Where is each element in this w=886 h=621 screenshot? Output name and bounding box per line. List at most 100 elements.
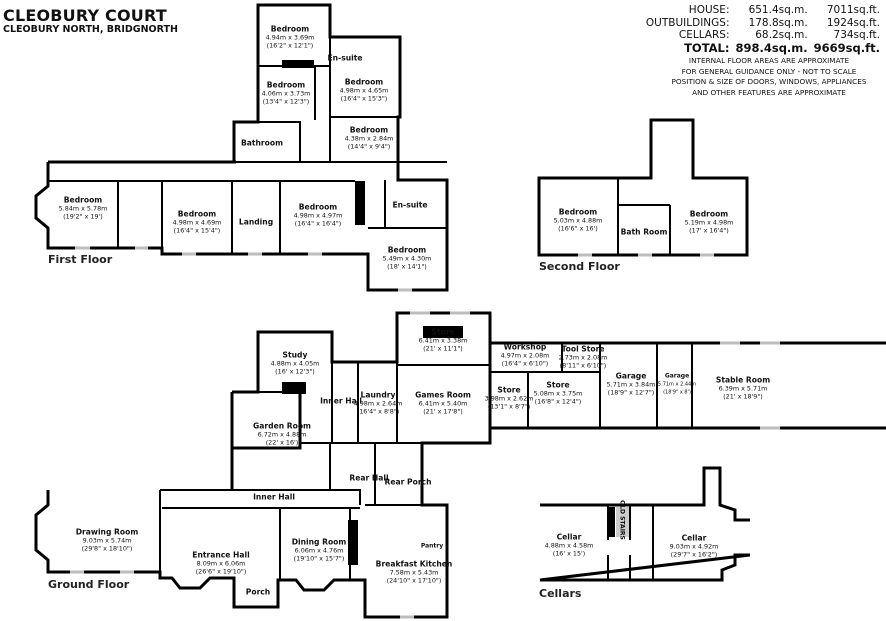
- room-metric-size: 5.49m x 4.30m: [382, 254, 432, 263]
- room-imperial-size: (19'10" x 15'7"): [293, 554, 345, 563]
- room-metric-size: 3.98m x 2.62m: [484, 394, 534, 403]
- room-metric-size: 5.71m x 2.44m: [657, 381, 697, 388]
- room-name: Inner Hall: [320, 396, 362, 406]
- room-imperial-size: (24'10" x 17'10"): [386, 576, 442, 585]
- room-name: Bedroom: [63, 195, 103, 205]
- area-sqft: 734sq.ft.: [833, 29, 880, 41]
- room-metric-size: 2.73m x 2.08m: [558, 353, 608, 362]
- area-sqft: 7011sq.ft.: [826, 4, 880, 16]
- room-name: Store: [497, 385, 521, 395]
- room-imperial-size: (14'4" x 9'4"): [347, 142, 391, 151]
- area-row-outbuildings: OUTBUILDINGS:178.8sq.m.1924sq.ft.: [640, 17, 880, 30]
- room-imperial-size: (16'4" x 16'4"): [294, 219, 342, 228]
- old-stairs-shading: [616, 507, 629, 537]
- ground-floor-outline: [34, 311, 886, 619]
- area-row-house: HOUSE:651.4sq.m.7011sq.ft.: [640, 4, 880, 17]
- room-metric-size: 4.98m x 4.69m: [172, 218, 222, 227]
- room-label: Rear Hall: [349, 474, 388, 483]
- room-imperial-size: (16' x 12'3"): [275, 367, 315, 376]
- room-name: En-suite: [327, 53, 363, 63]
- area-sqft: 9669sq.ft.: [813, 40, 880, 55]
- disclaimer-line: AND OTHER FEATURES ARE APPROXIMATE: [692, 87, 846, 97]
- room-name: Store: [431, 327, 455, 337]
- chimney-breast: [282, 60, 314, 68]
- room-imperial-size: (16'4" x 15'3"): [340, 94, 388, 103]
- room-imperial-size: (29'8" x 18'10"): [81, 544, 133, 553]
- room-imperial-size: (16'2" x 12'1"): [266, 41, 314, 50]
- room-imperial-size: (22' x 16'): [265, 438, 299, 447]
- area-label: TOTAL:: [684, 40, 730, 55]
- second-floor-walls: [617, 178, 671, 255]
- floor-label-cellars: Cellars: [539, 587, 582, 600]
- room-name: Bedroom: [298, 202, 338, 212]
- area-sqm: 178.8sq.m.: [748, 16, 808, 29]
- disclaimer-line: POSITION & SIZE OF DOORS, WINDOWS, APPLI…: [671, 77, 867, 86]
- chimney-breast: [608, 507, 615, 537]
- room-metric-size: 4.38m x 2.84m: [344, 134, 394, 143]
- area-label: OUTBUILDINGS:: [645, 16, 730, 29]
- room-label: Bathroom: [241, 139, 283, 148]
- area-row-total: TOTAL: 898.4sq.m. 9669sq.ft.: [640, 40, 880, 55]
- room-label: Porch: [246, 588, 270, 597]
- room-metric-size: 6.72m x 4.88m: [257, 430, 307, 439]
- room-metric-size: 4.06m x 3.73m: [261, 89, 311, 98]
- room-name: Workshop: [503, 342, 547, 352]
- room-name: Store: [546, 380, 570, 390]
- room-metric-size: 4.88m x 4.58m: [544, 541, 594, 550]
- room-imperial-size: (16'4" x 15'4"): [173, 226, 221, 235]
- room-imperial-size: (13'1" x 8'7"): [487, 402, 531, 411]
- room-name: Bedroom: [344, 77, 384, 87]
- room-metric-size: 8.09m x 6.06m: [196, 559, 246, 568]
- room-name: Porch: [245, 587, 271, 597]
- room-imperial-size: (16'8" x 12'4"): [534, 397, 582, 406]
- room-imperial-size: (18' x 14'1"): [387, 262, 427, 271]
- room-label: En-suite: [327, 54, 362, 63]
- chimney-breast: [423, 326, 463, 338]
- windows: [70, 246, 780, 619]
- room-metric-size: 5.71m x 3.84m: [606, 380, 656, 389]
- room-name: OLD STAIRS: [618, 500, 626, 540]
- area-sqm: 68.2sq.m.: [755, 29, 808, 41]
- room-name: Bedroom: [387, 245, 427, 255]
- room-name: Bedroom: [689, 209, 729, 219]
- room-imperial-size: (13'4" x 12'3"): [262, 97, 310, 106]
- room-metric-size: 5.84m x 5.78m: [58, 204, 108, 213]
- room-metric-size: 4.88m x 4.05m: [270, 359, 320, 368]
- room-name: En-suite: [392, 200, 428, 210]
- room-name: Bedroom: [177, 209, 217, 219]
- room-metric-size: 4.94m x 3.69m: [265, 33, 315, 42]
- area-sqm: 898.4sq.m.: [735, 40, 808, 55]
- room-name: Pantry: [420, 542, 444, 550]
- room-name: Garage: [664, 372, 690, 380]
- room-label: Inner Hall: [320, 397, 362, 406]
- room-name: Inner Hall: [253, 492, 295, 502]
- room-imperial-size: (26'6" x 19'10"): [195, 567, 247, 576]
- room-metric-size: 4.98m x 4.65m: [339, 86, 389, 95]
- room-name: Laundry: [360, 390, 396, 400]
- room-imperial-size: (19'2" x 19'): [63, 212, 103, 221]
- room-label: Landing: [239, 218, 273, 227]
- floor-label-ground: Ground Floor: [48, 578, 130, 591]
- room-imperial-size: (29'7" x 16'2"): [670, 550, 718, 559]
- room-label: Bath Room: [621, 228, 668, 237]
- room-name: Study: [282, 350, 308, 360]
- room-metric-size: 6.41m x 5.40m: [418, 399, 468, 408]
- room-name: Cellar: [556, 532, 582, 542]
